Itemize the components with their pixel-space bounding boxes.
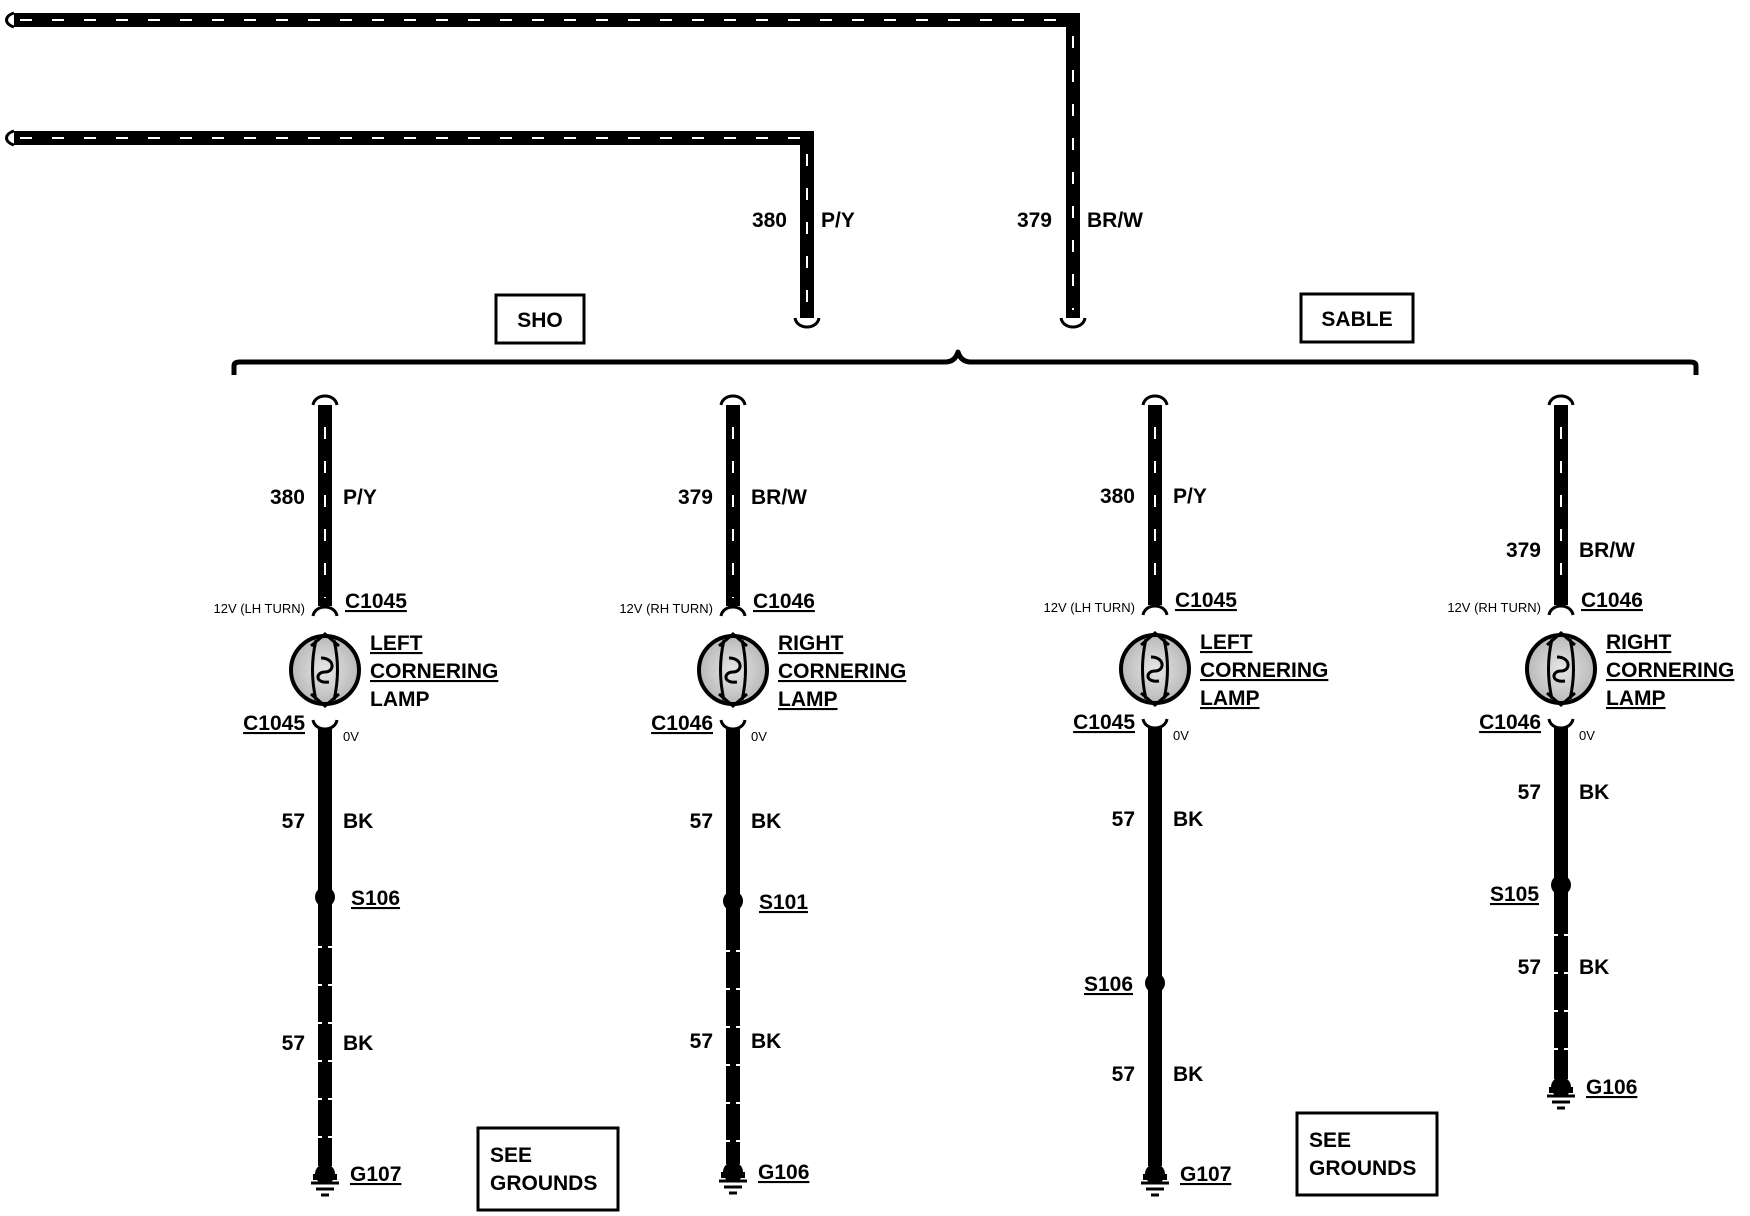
- ground-wire-2-circuit: 57: [690, 1030, 713, 1053]
- ground-label: G107: [1180, 1163, 1231, 1186]
- connector-top-label: C1046: [753, 590, 815, 613]
- input-wire-circuit: 379: [678, 486, 713, 509]
- ground-wire-2-color: BK: [343, 1032, 373, 1055]
- lamp-name-line3: LAMP: [370, 688, 430, 711]
- see-grounds-1-line2: GROUNDS: [490, 1172, 597, 1195]
- cornering-lamp-icon: [289, 632, 361, 708]
- splice-label: S106: [351, 887, 400, 910]
- input-wire-circuit: 380: [1100, 485, 1135, 508]
- ground-wire-1-color: BK: [343, 810, 373, 833]
- ground-wire-1-color: BK: [1579, 781, 1609, 804]
- ground-wire-lower: [1553, 885, 1569, 1079]
- ground-wire-1-circuit: 57: [282, 810, 305, 833]
- voltage-bottom-label: 0V: [751, 729, 767, 744]
- ground-label: G106: [758, 1161, 809, 1184]
- wire-379-circuit: 379: [1017, 209, 1052, 232]
- see-grounds-box-2[interactable]: SEE GROUNDS: [1295, 1111, 1439, 1197]
- lamp-name-line2: CORNERING: [370, 660, 498, 683]
- connector-bottom-label: C1046: [1479, 711, 1541, 734]
- lamp-name-line2: CORNERING: [778, 660, 906, 683]
- cornering-lamp-icon: [1525, 631, 1597, 707]
- wire-379-feed: [5, 11, 1087, 329]
- voltage-bottom-label: 0V: [1579, 728, 1595, 743]
- input-wire: [311, 394, 339, 617]
- input-wire-color: P/Y: [343, 486, 377, 509]
- connector-bottom-label: C1045: [1073, 711, 1135, 734]
- input-wire-circuit: 379: [1506, 539, 1541, 562]
- wire-380-feed: [5, 129, 821, 329]
- input-wire: [1547, 394, 1575, 616]
- ground-wire-1-circuit: 57: [1518, 781, 1541, 804]
- ground-wire-1-circuit: 57: [690, 810, 713, 833]
- lamp-name-line3: LAMP: [1606, 687, 1666, 710]
- connector-bottom-label: C1045: [243, 712, 305, 735]
- splice-label: S106: [1084, 973, 1133, 996]
- group-label-sable: SABLE: [1299, 292, 1415, 344]
- input-wire-color: BR/W: [1579, 539, 1635, 562]
- input-wire-circuit: 380: [270, 486, 305, 509]
- ground-wire-2-circuit: 57: [282, 1032, 305, 1055]
- cornering-lamp-icon: [1119, 631, 1191, 707]
- lamp-name-line1: RIGHT: [778, 632, 844, 655]
- ground-wire-1-color: BK: [751, 810, 781, 833]
- wire-379-color: BR/W: [1087, 209, 1143, 232]
- input-wire: [1141, 394, 1169, 616]
- voltage-label: 12V (LH TURN): [1043, 600, 1135, 615]
- input-wire: [719, 394, 747, 617]
- see-grounds-1-line1: SEE: [490, 1144, 532, 1167]
- ground-icon: [719, 1162, 747, 1195]
- ground-wire-2-color: BK: [1173, 1063, 1203, 1086]
- wire-380-color: P/Y: [821, 209, 855, 232]
- see-grounds-2-line2: GROUNDS: [1309, 1157, 1416, 1180]
- ground-label: G106: [1586, 1076, 1637, 1099]
- group-label-sho: SHO: [494, 293, 586, 345]
- ground-wire-1-color: BK: [1173, 808, 1203, 831]
- wire-380-circuit: 380: [752, 209, 787, 232]
- connector-top-label: C1045: [1175, 589, 1237, 612]
- ground-wire-1-circuit: 57: [1112, 808, 1135, 831]
- ground-wire-2-circuit: 57: [1112, 1063, 1135, 1086]
- ground-wire-lower: [725, 901, 741, 1164]
- lamp-name-line1: LEFT: [370, 632, 423, 655]
- ground-icon: [1141, 1164, 1169, 1197]
- input-wire-color: P/Y: [1173, 485, 1207, 508]
- see-grounds-2-line1: SEE: [1309, 1129, 1351, 1152]
- lamp-name-line3: LAMP: [778, 688, 838, 711]
- ground-wire-2-color: BK: [1579, 956, 1609, 979]
- ground-icon: [1547, 1077, 1575, 1110]
- splice-label: S101: [759, 891, 808, 914]
- voltage-label: 12V (RH TURN): [619, 601, 713, 616]
- lamp-name-line3: LAMP: [1200, 687, 1260, 710]
- see-grounds-box-1[interactable]: SEE GROUNDS: [476, 1126, 620, 1212]
- voltage-label: 12V (RH TURN): [1447, 600, 1541, 615]
- ground-wire-lower: [317, 897, 333, 1166]
- connector-top-label: C1045: [345, 590, 407, 613]
- lamp-name-line1: RIGHT: [1606, 631, 1672, 654]
- group-label-sho-text: SHO: [517, 309, 563, 332]
- voltage-bottom-label: 0V: [343, 729, 359, 744]
- connector-bottom-label: C1046: [651, 712, 713, 735]
- group-brace: [231, 349, 1699, 375]
- input-wire-color: BR/W: [751, 486, 807, 509]
- voltage-bottom-label: 0V: [1173, 728, 1189, 743]
- ground-wire-2-circuit: 57: [1518, 956, 1541, 979]
- lamp-name-line1: LEFT: [1200, 631, 1253, 654]
- group-label-sable-text: SABLE: [1321, 308, 1392, 331]
- lamp-name-line2: CORNERING: [1200, 659, 1328, 682]
- ground-wire-2-color: BK: [751, 1030, 781, 1053]
- cornering-lamp-icon: [697, 632, 769, 708]
- ground-label: G107: [350, 1163, 401, 1186]
- splice-label: S105: [1490, 883, 1539, 906]
- connector-top-label: C1046: [1581, 589, 1643, 612]
- lamp-name-line2: CORNERING: [1606, 659, 1734, 682]
- ground-icon: [311, 1164, 339, 1197]
- voltage-label: 12V (LH TURN): [213, 601, 305, 616]
